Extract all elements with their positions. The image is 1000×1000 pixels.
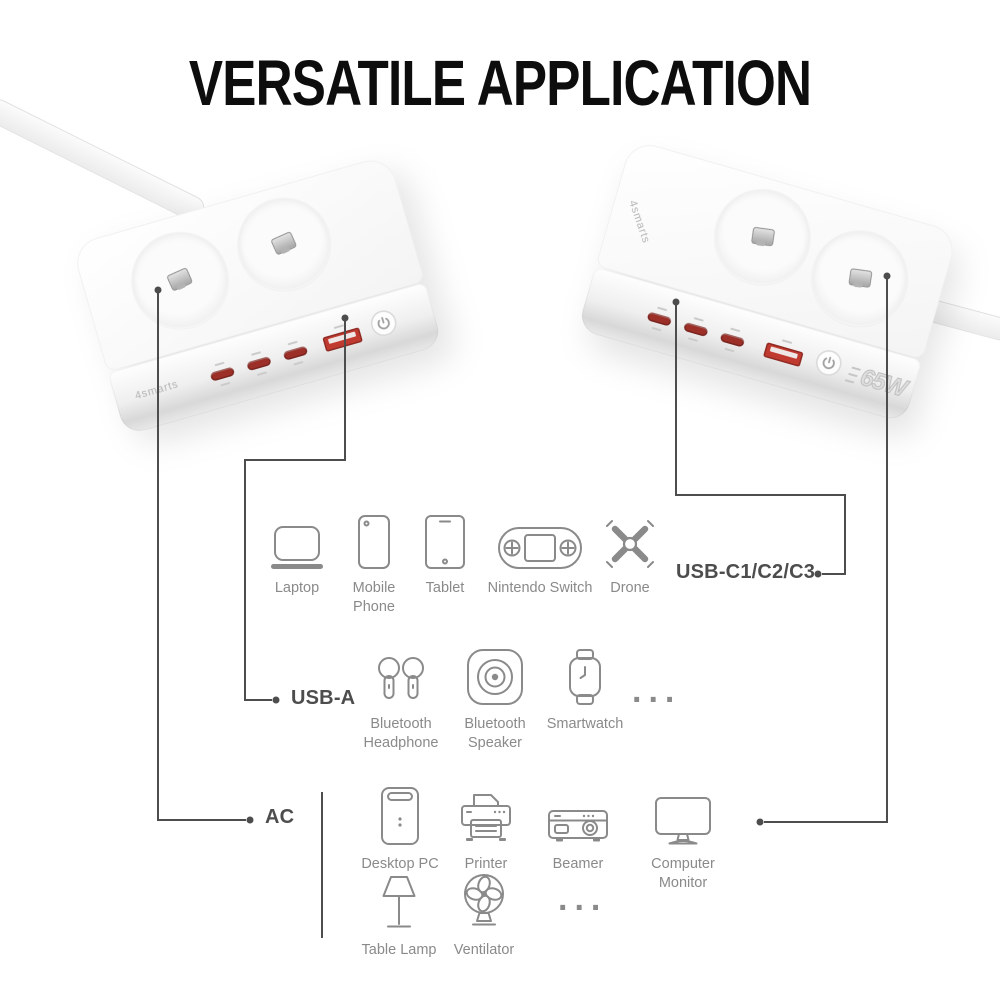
device-label: Smartwatch bbox=[546, 716, 624, 732]
earbuds-icon bbox=[374, 648, 428, 706]
usb-a-port bbox=[762, 342, 804, 368]
usb-a-group-label: USB-A bbox=[291, 687, 356, 709]
desktop-pc-icon bbox=[380, 787, 420, 846]
socket-ground-clip bbox=[847, 267, 873, 288]
device-computer-monitor: Computer Monitor bbox=[643, 788, 723, 893]
usb-c-port bbox=[683, 321, 709, 338]
device-label: Printer bbox=[464, 856, 508, 872]
monitor-icon bbox=[654, 788, 712, 846]
device-desktop-pc: Desktop PC bbox=[355, 787, 445, 874]
power-strip-right: 4smarts 65W bbox=[577, 138, 959, 424]
tablet-icon bbox=[424, 512, 466, 570]
line-endpoint-dot bbox=[756, 818, 764, 826]
usb-c-port bbox=[646, 311, 673, 327]
device-printer: Printer bbox=[446, 788, 526, 874]
device-bluetooth-speaker: Bluetooth Speaker bbox=[453, 648, 537, 753]
printer-icon bbox=[459, 788, 513, 846]
device-ventilator: Ventilator bbox=[444, 874, 524, 960]
device-table-lamp: Table Lamp bbox=[354, 874, 444, 960]
device-smartwatch: Smartwatch bbox=[535, 648, 635, 734]
device-label: Ventilator bbox=[453, 942, 515, 958]
device-mobile-phone: Mobile Phone bbox=[339, 512, 409, 617]
more-devices-ellipsis: ... bbox=[632, 672, 682, 710]
socket-ground-clip bbox=[750, 225, 775, 246]
gan-logo-mark bbox=[844, 366, 861, 384]
power-rating-badge: 65W bbox=[844, 360, 910, 403]
usb-c-group-label: USB-C1/C2/C3 bbox=[676, 561, 816, 583]
device-bluetooth-headphone: Bluetooth Headphone bbox=[359, 648, 443, 753]
device-label: Drone bbox=[610, 580, 650, 596]
usb-c-port bbox=[282, 345, 309, 361]
line-endpoint-dot bbox=[272, 696, 280, 704]
device-label: Nintendo Switch bbox=[487, 580, 593, 596]
power-icon bbox=[370, 310, 397, 336]
line-endpoint-dot bbox=[246, 816, 254, 824]
game-console-icon bbox=[497, 512, 583, 570]
device-label: Table Lamp bbox=[361, 942, 437, 958]
ac-socket bbox=[800, 219, 919, 338]
device-nintendo-switch: Nintendo Switch bbox=[475, 512, 605, 598]
brand-logo: 4smarts bbox=[133, 378, 180, 403]
mobile-phone-icon bbox=[357, 512, 391, 570]
socket-ground-clip bbox=[166, 267, 194, 292]
device-label: Desktop PC bbox=[361, 856, 439, 872]
usb-a-port bbox=[322, 327, 363, 353]
device-label: Bluetooth Headphone bbox=[363, 716, 439, 752]
device-label: Bluetooth Speaker bbox=[464, 716, 526, 752]
more-devices-ellipsis: ... bbox=[558, 880, 608, 918]
page-title: VERSATILE APPLICATION bbox=[188, 47, 812, 119]
device-beamer: Beamer bbox=[538, 788, 618, 874]
device-laptop: Laptop bbox=[252, 512, 342, 598]
ac-socket bbox=[120, 221, 240, 341]
device-label: Computer Monitor bbox=[651, 856, 715, 892]
ac-socket bbox=[703, 178, 822, 296]
device-label: Beamer bbox=[552, 856, 604, 872]
usb-c-port bbox=[246, 355, 272, 372]
beamer-icon bbox=[547, 788, 609, 846]
laptop-icon bbox=[268, 512, 326, 570]
power-rating-text: 65W bbox=[857, 363, 910, 403]
device-label: Tablet bbox=[425, 580, 465, 596]
usb-c-port bbox=[209, 366, 236, 382]
strip-left-front-face: 4smarts bbox=[107, 282, 443, 436]
power-button bbox=[368, 307, 400, 339]
speaker-icon bbox=[466, 648, 524, 706]
ac-group-label: AC bbox=[265, 806, 295, 828]
socket-ground-clip bbox=[270, 231, 298, 256]
power-strip-left: 4smarts bbox=[71, 154, 443, 436]
drone-icon bbox=[604, 512, 656, 570]
usb-c-port bbox=[719, 332, 746, 348]
device-drone: Drone bbox=[590, 512, 670, 598]
device-tablet: Tablet bbox=[405, 512, 485, 598]
device-label: Laptop bbox=[274, 580, 320, 596]
device-label: Mobile Phone bbox=[352, 580, 396, 616]
ac-socket bbox=[227, 187, 342, 302]
brand-logo: 4smarts bbox=[626, 198, 653, 246]
smartwatch-icon bbox=[565, 648, 605, 706]
power-button bbox=[813, 347, 845, 379]
fan-icon bbox=[459, 874, 509, 932]
line-endpoint-dot bbox=[814, 570, 822, 578]
power-icon bbox=[816, 350, 842, 376]
table-lamp-icon bbox=[376, 874, 422, 932]
